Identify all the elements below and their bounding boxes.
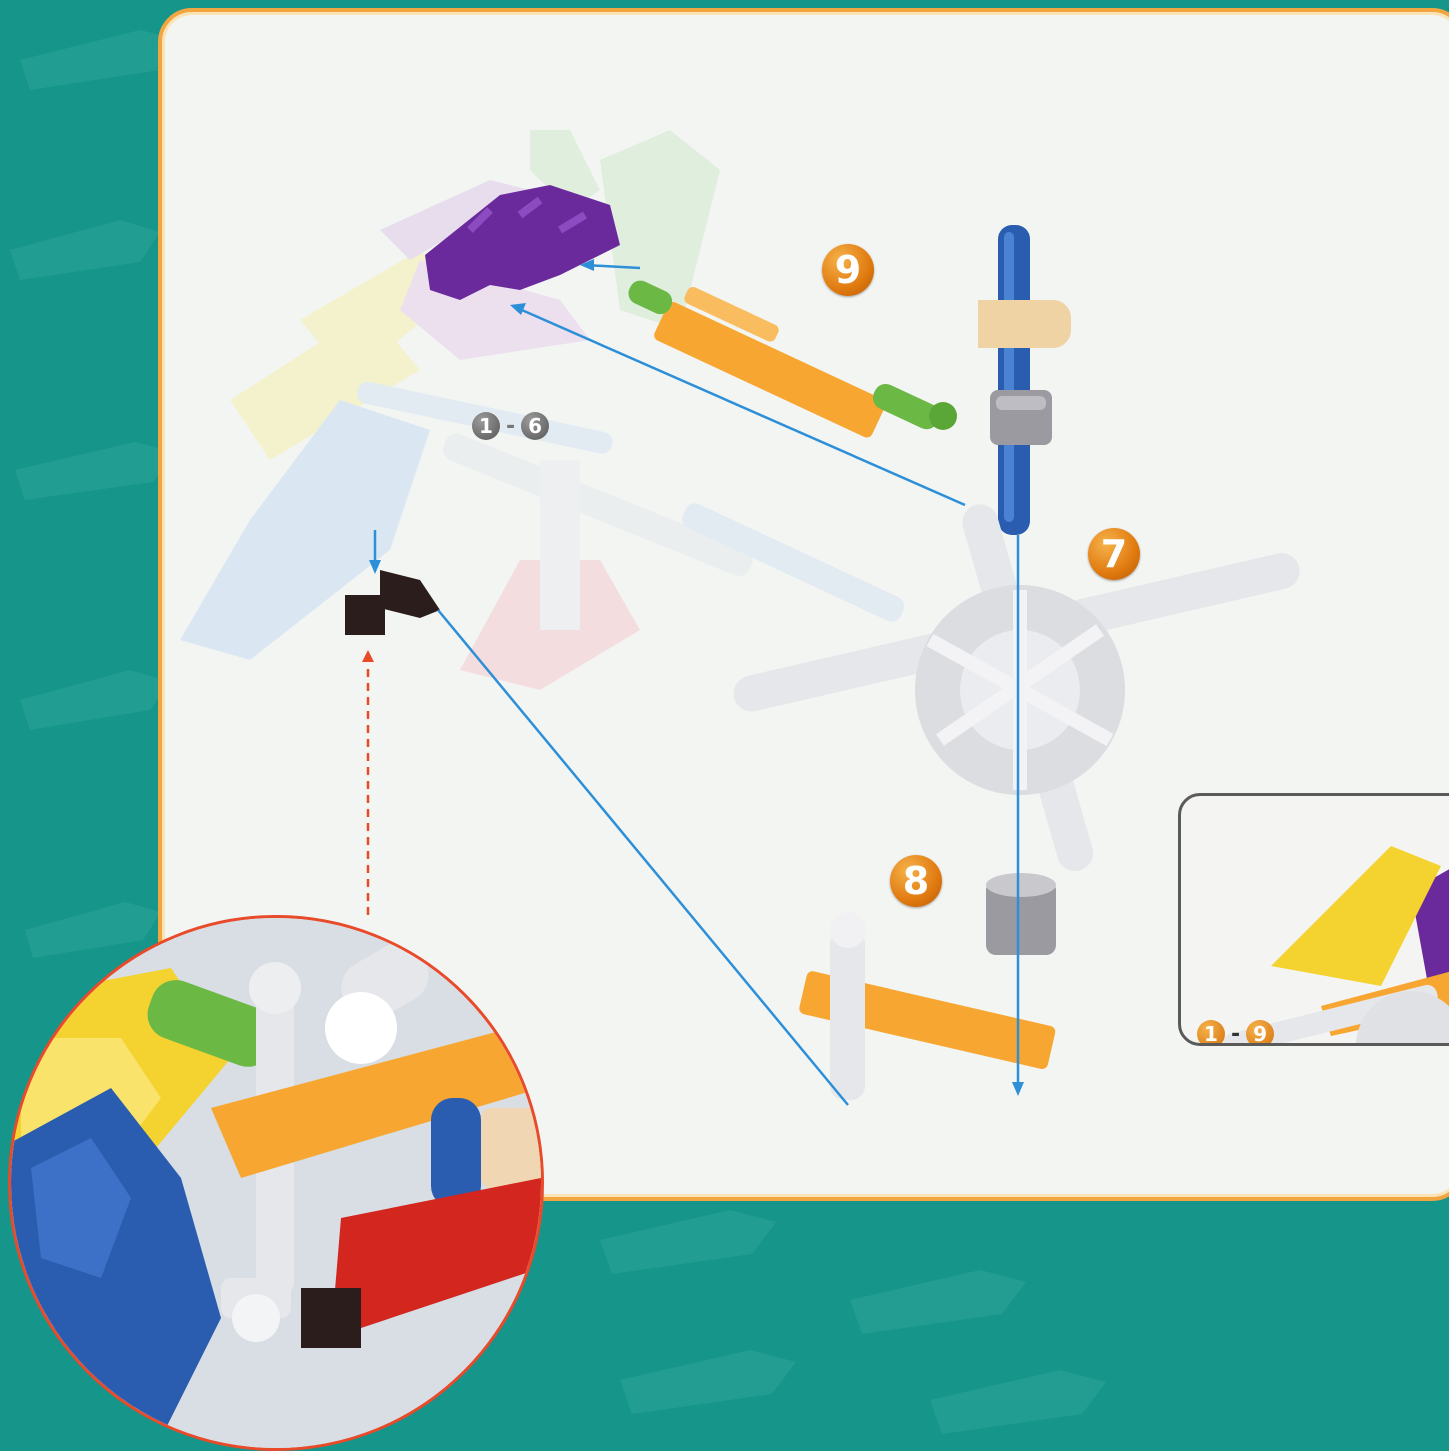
result-inset: 1 - 9: [1178, 793, 1449, 1046]
step-7-badge: 7: [1088, 528, 1140, 580]
zoom-detail-circle: [8, 915, 544, 1451]
range-end-badge: 6: [521, 412, 549, 440]
final-range-end-badge: 9: [1246, 1020, 1274, 1046]
step-9-badge: 9: [822, 244, 874, 296]
final-steps-range: 1 - 9: [1197, 1020, 1274, 1046]
final-range-start-badge: 1: [1197, 1020, 1225, 1046]
zoom-detail-image: [11, 918, 541, 1448]
black-clip-part: [345, 570, 440, 635]
guide-dashed-arrowhead: [362, 650, 374, 662]
step-8-badge: 8: [890, 855, 942, 907]
range-separator: -: [506, 414, 515, 439]
range-start-badge: 1: [472, 412, 500, 440]
result-model-image: [1181, 796, 1449, 1043]
final-range-separator: -: [1231, 1022, 1240, 1047]
previous-steps-range: 1 - 6: [472, 412, 549, 440]
part-7-blue-rod: [978, 225, 1071, 535]
